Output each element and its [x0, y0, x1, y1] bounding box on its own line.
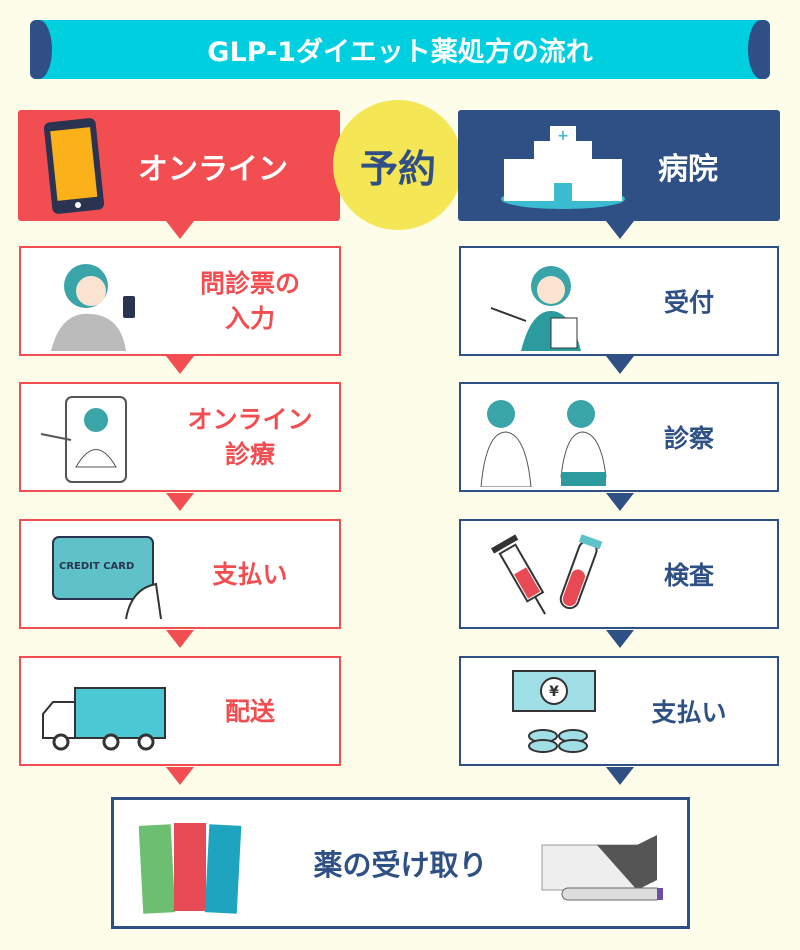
- credit-card-icon: CREDIT CARD: [52, 536, 162, 620]
- arrow-down: [166, 356, 194, 374]
- hospital-step-reception: 受付: [459, 246, 779, 356]
- step-label: 検査: [663, 561, 714, 590]
- hospital-step-payment: ¥ 支払い: [459, 656, 779, 766]
- hospital-header-label: 病院: [658, 151, 718, 187]
- step-label: 支払い: [212, 559, 288, 589]
- delivery-truck-icon: [42, 687, 166, 751]
- banner-end-right: [748, 20, 770, 79]
- reservation-label: 予約: [359, 146, 436, 191]
- card-text: CREDIT CARD: [59, 561, 134, 572]
- arrow-down: [606, 221, 634, 239]
- online-header: オンライン: [18, 110, 340, 221]
- arrow-down: [166, 493, 194, 511]
- online-step-delivery: 配送: [19, 656, 341, 766]
- arrow-down: [606, 630, 634, 648]
- svg-text:+: +: [557, 128, 569, 144]
- yen-money-icon: ¥: [512, 670, 596, 753]
- doctor-and-patient-icon: [480, 400, 607, 487]
- arrow-down: [606, 767, 634, 785]
- arrow-down: [606, 493, 634, 511]
- arrow-down: [606, 356, 634, 374]
- online-step-payment: CREDIT CARD 支払い: [19, 519, 341, 629]
- syringe-and-test-tube-icon: [491, 534, 603, 615]
- hospital-step-test: 検査: [459, 519, 779, 629]
- final-step-box: 薬の受け取り: [111, 797, 690, 929]
- page-title: GLP-1ダイエット薬処方の流れ: [207, 37, 593, 68]
- injection-pen-box-icon: [541, 835, 663, 901]
- arrow-down: [166, 221, 194, 239]
- pill-blister-packs-icon: [139, 823, 242, 914]
- online-step-consultation: オンライン 診療: [19, 382, 341, 492]
- step-label: 支払い: [651, 698, 727, 727]
- online-step-questionnaire: 問診票の 入力: [19, 246, 341, 356]
- final-step-label: 薬の受け取り: [313, 848, 488, 882]
- doctor-on-tablet-icon: [40, 396, 127, 483]
- step-label: 受付: [663, 288, 714, 317]
- banner-end-left: [30, 20, 52, 79]
- woman-with-phone-icon: [51, 264, 135, 351]
- online-header-label: オンライン: [138, 151, 288, 187]
- arrow-down: [166, 630, 194, 648]
- hospital-header: + 病院: [458, 110, 780, 221]
- receptionist-icon: [490, 266, 581, 351]
- title-banner: GLP-1ダイエット薬処方の流れ: [30, 20, 770, 79]
- step-label: 問診票の 入力: [199, 269, 300, 333]
- reservation-circle: 予約: [333, 100, 463, 230]
- step-label: オンライン 診療: [187, 405, 313, 469]
- arrow-down: [166, 767, 194, 785]
- step-label: 診察: [663, 424, 714, 453]
- hospital-building-icon: +: [501, 125, 625, 209]
- smartphone-icon: [43, 117, 105, 214]
- svg-text:¥: ¥: [549, 684, 559, 700]
- step-label: 配送: [224, 696, 275, 726]
- hospital-step-examination: 診察: [459, 382, 779, 492]
